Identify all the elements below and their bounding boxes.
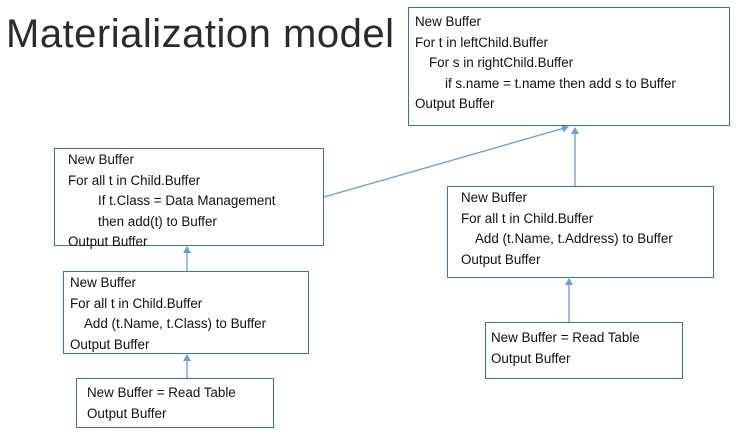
box-line: New Buffer = Read Table: [491, 330, 640, 345]
box-line: if s.name = t.name then add s to Buffer: [445, 75, 676, 91]
box-line: New Buffer: [415, 14, 481, 29]
box-line: For all t in Child.Buffer: [461, 210, 594, 226]
projection-operator-box-right: New Buffer For all t in Child.Buffer Add…: [447, 186, 714, 278]
box-line: Output Buffer: [70, 336, 150, 352]
box-line: For t in leftChild.Buffer: [415, 34, 548, 50]
box-line: For s in rightChild.Buffer: [429, 55, 574, 70]
scan-operator-box-right: New Buffer = Read Table Output Buffer: [485, 322, 683, 379]
box-line: Add (t.Name, t.Class) to Buffer: [84, 316, 267, 331]
box-line: New Buffer: [70, 275, 136, 290]
slide-title: Materialization model: [6, 12, 395, 56]
box-line: New Buffer: [68, 152, 134, 167]
edge-midleft-to-top: [323, 124, 569, 198]
box-line: Output Buffer: [491, 350, 571, 366]
box-line: then add(t) to Buffer: [98, 213, 217, 229]
box-line: New Buffer = Read Table: [87, 385, 236, 400]
box-line: For all t in Child.Buffer: [68, 172, 201, 188]
box-line: New Buffer: [461, 190, 527, 205]
box-line: Output Buffer: [461, 251, 541, 267]
box-line: Output Buffer: [68, 234, 148, 249]
box-line: Output Buffer: [87, 405, 167, 421]
box-line: If t.Class = Data Management: [98, 193, 276, 208]
box-line: For all t in Child.Buffer: [70, 295, 203, 311]
join-operator-box: New Buffer For t in leftChild.Buffer For…: [408, 7, 730, 126]
box-line: Add (t.Name, t.Address) to Buffer: [475, 231, 673, 246]
projection-operator-box-left: New Buffer For all t in Child.Buffer Add…: [63, 271, 309, 354]
box-line: Output Buffer: [415, 96, 495, 111]
scan-operator-box-left: New Buffer = Read Table Output Buffer: [76, 378, 274, 428]
selection-operator-box: New Buffer For all t in Child.Buffer If …: [54, 148, 324, 249]
